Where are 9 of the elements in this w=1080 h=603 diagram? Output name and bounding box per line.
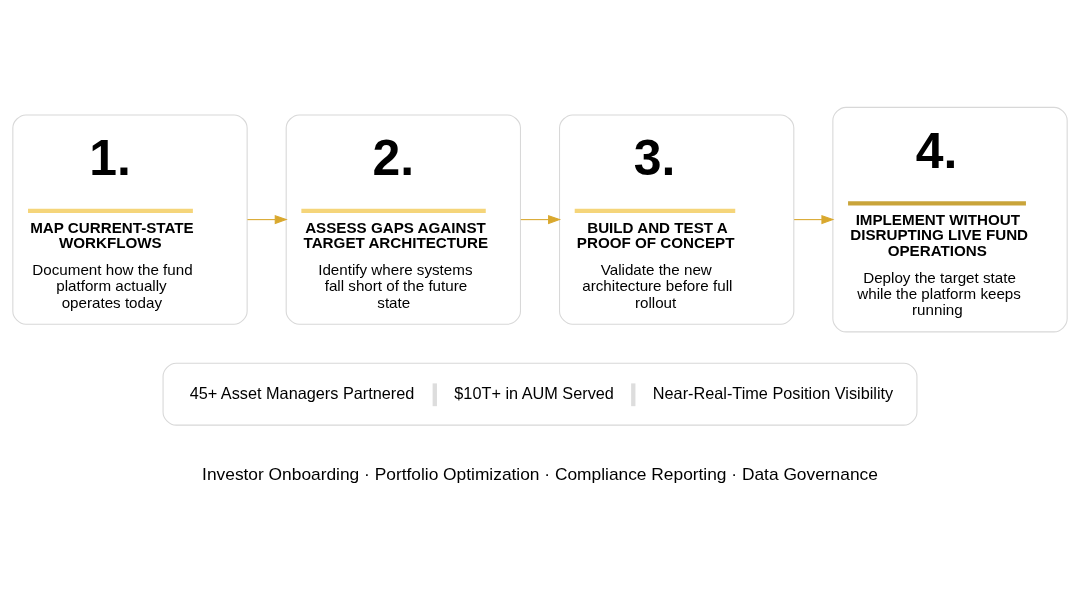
label: Investor Onboarding · Portfolio Optimization · Compliance Reporting · Data Governance <box>202 464 878 485</box>
node-box: 4. IMPLEMENT WITHOUT DISRUPTING LIVE FUND OPERATIONS Deploy the target state while the platform keeps running <box>832 106 1068 333</box>
node-box: 3. BUILD AND TEST A PROOF OF CONCEPT Validate the new architecture before full rollout <box>559 114 795 325</box>
node-box: 45+ Asset Managers Partnered $10T+ in AUM Served Near-Real-Time Position Visibility <box>162 362 918 426</box>
arrow <box>793 215 835 225</box>
node-box: 1. MAP CURRENT-STATE WORKFLOWS Document how the fund platform actually operates today <box>12 114 248 325</box>
arrow <box>246 215 288 225</box>
node-box: 2. ASSESS GAPS AGAINST TARGET ARCHITECTURE Identify where systems fall short of the future state <box>285 114 521 325</box>
arrow <box>520 215 562 225</box>
